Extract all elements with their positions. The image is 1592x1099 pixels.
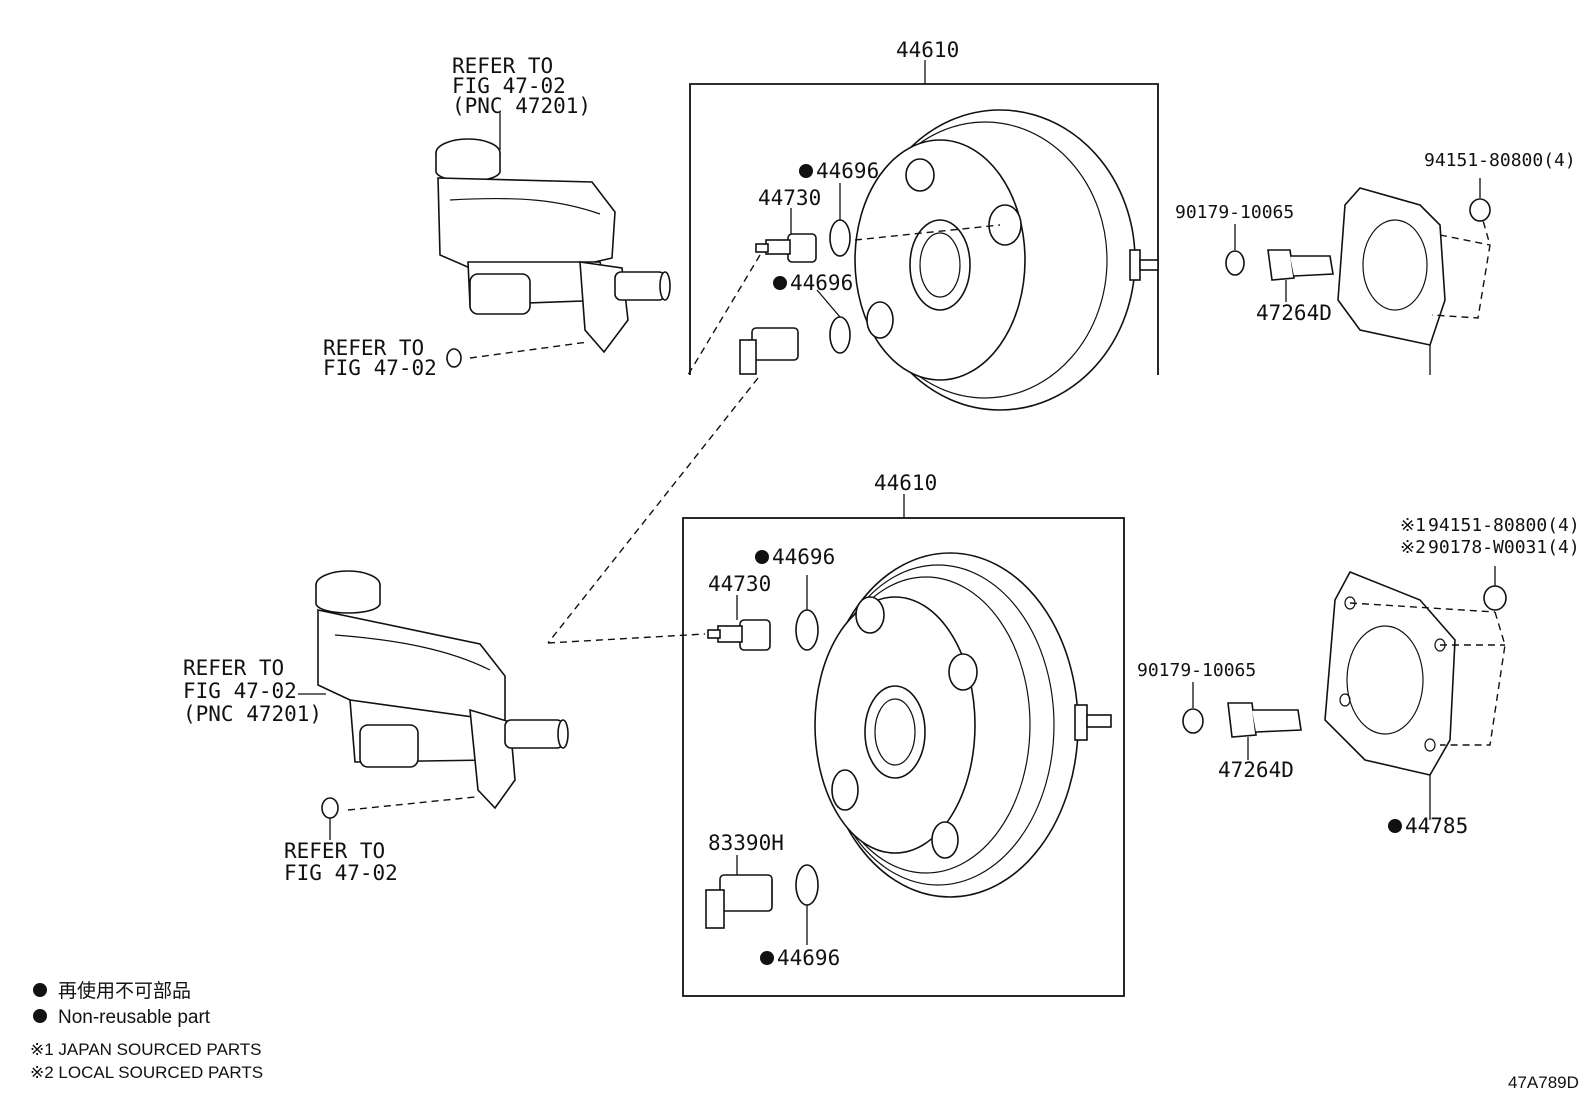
legend: 再使用不可部品 Non-reusable part ※1 JAPAN SOURC…	[30, 980, 263, 1082]
top-check-valve	[755, 233, 817, 263]
bottom-refer-mc-line-1: REFER TO	[183, 656, 284, 680]
legend-item-jp: 再使用不可部品	[58, 980, 191, 1002]
top-seal-lower-label: 44696	[790, 271, 853, 295]
top-refer-bolt-line-1: REFER TO	[323, 336, 424, 360]
bottom-refer-bolt-line-2: FIG 47-02	[284, 861, 398, 885]
bottom-seal-lower-dot	[760, 951, 774, 965]
bottom-refer-mc-line-2: FIG 47-02	[183, 679, 297, 703]
bottom-note-mark-1: ※1	[1400, 515, 1426, 536]
top-seal-lower	[829, 316, 851, 354]
bottom-note-mark-2: ※2	[1400, 537, 1426, 558]
top-refer-mc-line-3: (PNC 47201)	[452, 94, 591, 118]
top-gasket-nut-label: 94151-80800(4)	[1424, 150, 1576, 171]
bottom-sensor-label: 83390H	[708, 831, 784, 855]
top-booster-frame	[689, 83, 1159, 375]
bottom-booster	[814, 552, 1112, 898]
bottom-nut	[1182, 708, 1204, 734]
top-booster	[854, 109, 1159, 411]
bottom-gasket-dot	[1388, 819, 1402, 833]
legend-dot-jp	[33, 983, 47, 997]
bottom-gasket-label: 44785	[1405, 814, 1468, 838]
top-gasket	[1337, 187, 1491, 346]
top-refer-mc-line-2: FIG 47-02	[452, 74, 566, 98]
top-seal-lower-dot	[773, 276, 787, 290]
master-cylinder-top	[435, 138, 671, 368]
bottom-bracket-label: 47264D	[1218, 758, 1294, 782]
bottom-seal-upper-label: 44696	[772, 545, 835, 569]
figure-id: 47A789D	[1508, 1073, 1579, 1092]
bottom-bracket	[1227, 702, 1302, 738]
master-cylinder-bottom	[315, 570, 569, 819]
top-vacuum-sensor	[739, 327, 799, 375]
top-seal-upper	[829, 219, 851, 257]
bottom-refer-bolt-line-1: REFER TO	[284, 839, 385, 863]
top-check-valve-label: 44730	[758, 186, 821, 210]
top-refer-bolt-line-2: FIG 47-02	[323, 356, 437, 380]
top-seal-upper-label: 44696	[816, 159, 879, 183]
top-seal-upper-dot	[799, 164, 813, 178]
legend-note-2: ※2 LOCAL SOURCED PARTS	[30, 1063, 263, 1082]
legend-item-en: Non-reusable part	[58, 1007, 211, 1028]
bottom-seal-lower	[795, 864, 819, 906]
top-bracket-label: 47264D	[1256, 301, 1332, 325]
bottom-gasket-nut-label-1: 94151-80800(4)	[1428, 515, 1580, 536]
top-bracket	[1267, 249, 1334, 281]
legend-note-1: ※1 JAPAN SOURCED PARTS	[30, 1040, 262, 1059]
bottom-section: REFER TO FIG 47-02 (PNC 47201) REFER TO …	[183, 377, 1580, 997]
bottom-nut-label: 90179-10065	[1137, 660, 1256, 681]
bottom-check-valve-label: 44730	[708, 572, 771, 596]
bottom-vacuum-sensor	[705, 874, 773, 929]
top-gasket-nut	[1469, 198, 1491, 222]
bottom-seal-lower-label: 44696	[777, 946, 840, 970]
top-nut	[1225, 250, 1245, 276]
legend-dot-en	[33, 1009, 47, 1023]
bottom-gasket	[1324, 570, 1506, 776]
top-nut-label: 90179-10065	[1175, 202, 1294, 223]
bottom-gasket-nut	[1483, 585, 1507, 611]
bottom-booster-label: 44610	[874, 471, 937, 495]
bottom-seal-upper	[795, 609, 819, 651]
bottom-seal-upper-dot	[755, 550, 769, 564]
top-refer-mc-line-1: REFER TO	[452, 54, 553, 78]
bottom-check-valve	[707, 619, 771, 651]
top-section: REFER TO FIG 47-02 (PNC 47201) REFER TO …	[323, 38, 1576, 411]
bottom-refer-mc-line-3: (PNC 47201)	[183, 702, 322, 726]
bottom-gasket-nut-label-2: 90178-W0031(4)	[1428, 537, 1580, 558]
top-booster-label: 44610	[896, 38, 959, 62]
